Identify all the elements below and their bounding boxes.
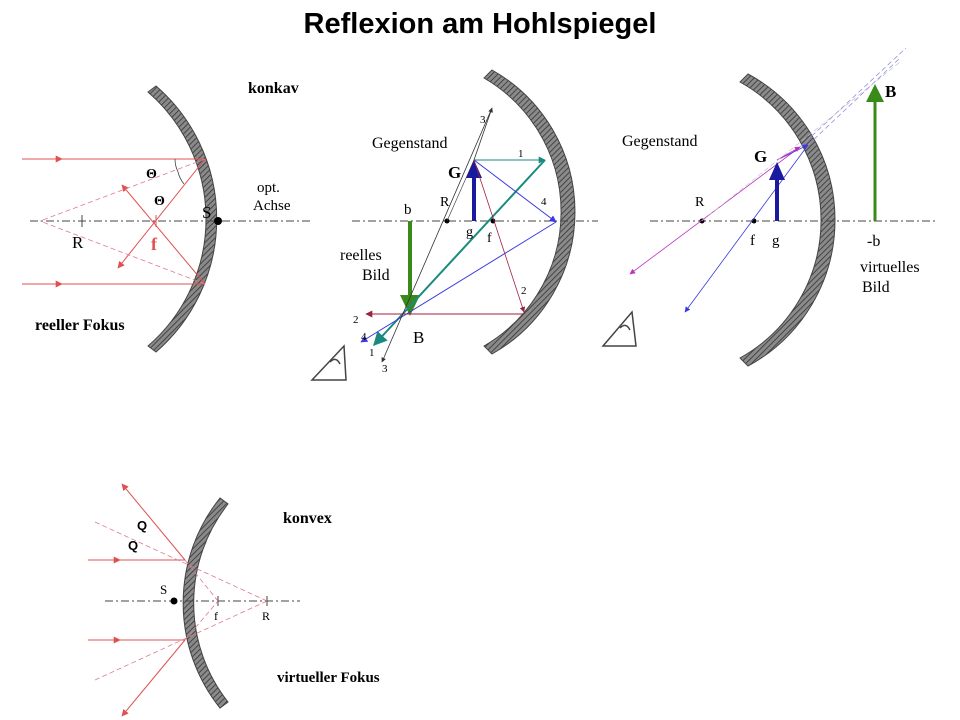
panel-real-image: Gegenstand G g b B R f reelles Bild 1 2 … [310,69,598,381]
ray-label: 1 [369,347,375,359]
convex-mirror [182,497,229,709]
q-top-label: Q [137,518,147,533]
theta-top-label: Θ [146,167,157,182]
ray-label: 2 [521,285,527,297]
axis-label-line2: Achse [253,198,291,214]
minus-b-label: -b [867,233,880,250]
object-g-small-label-3: g [772,233,780,249]
virtual-focus-label: virtueller Fokus [277,670,380,686]
virtual-image-line1: virtuelles [860,259,920,276]
vertex-point [214,217,222,225]
object-g-label-3: G [754,147,767,166]
page-title: Reflexion am Hohlspiegel [303,8,657,40]
ray-label: 2 [353,314,359,326]
panel-concave: konkav Θ Θ S opt. Achse R f reeller Foku… [22,80,312,353]
center-label-3: R [695,195,705,210]
theta-bottom-label: Θ [154,194,165,209]
q-bottom-label: Q [128,538,138,553]
convex-title: konvex [283,510,332,527]
axis-label-line1: opt. [257,180,280,196]
concave-mirror-2 [483,69,576,355]
image-b-small-label: b [404,202,412,218]
ray-label: 1 [518,148,524,160]
ray-label: 4 [541,196,547,208]
object-label: Gegenstand [372,135,448,152]
concave-mirror [147,85,218,353]
concave-mirror-3 [739,73,836,367]
eye-icon [310,344,347,381]
focus-label: f [151,234,158,254]
concave-title: konkav [248,80,299,97]
virtual-image-line2: Bild [862,279,890,296]
ray-label: 3 [480,114,486,126]
object-g-label: G [448,163,461,182]
image-b-label-3: B [885,82,896,101]
eye-icon [601,310,637,347]
panel-convex: konvex Q Q S f R virtueller Fokus [88,483,380,717]
object-g-small-label: g [466,225,473,240]
object-label-3: Gegenstand [622,133,698,150]
center-label-4: R [262,609,270,623]
vertex-label: S [202,203,211,222]
focus-label-2: f [487,231,492,246]
ray-label: 4 [361,331,367,343]
center-label: R [72,233,84,252]
vertex-label-4: S [160,582,167,597]
center-label-2: R [440,195,450,210]
real-image-line1: reelles [340,247,382,264]
image-b-label: B [413,328,424,347]
ray-label: 3 [382,363,388,375]
focus-label-3: f [750,233,755,249]
panel-virtual-image: Gegenstand G B R f g -b virtuelles Bild [601,47,938,367]
real-focus-label: reeller Fokus [35,317,125,334]
focus-label-4: f [214,609,218,623]
real-image-line2: Bild [362,267,390,284]
